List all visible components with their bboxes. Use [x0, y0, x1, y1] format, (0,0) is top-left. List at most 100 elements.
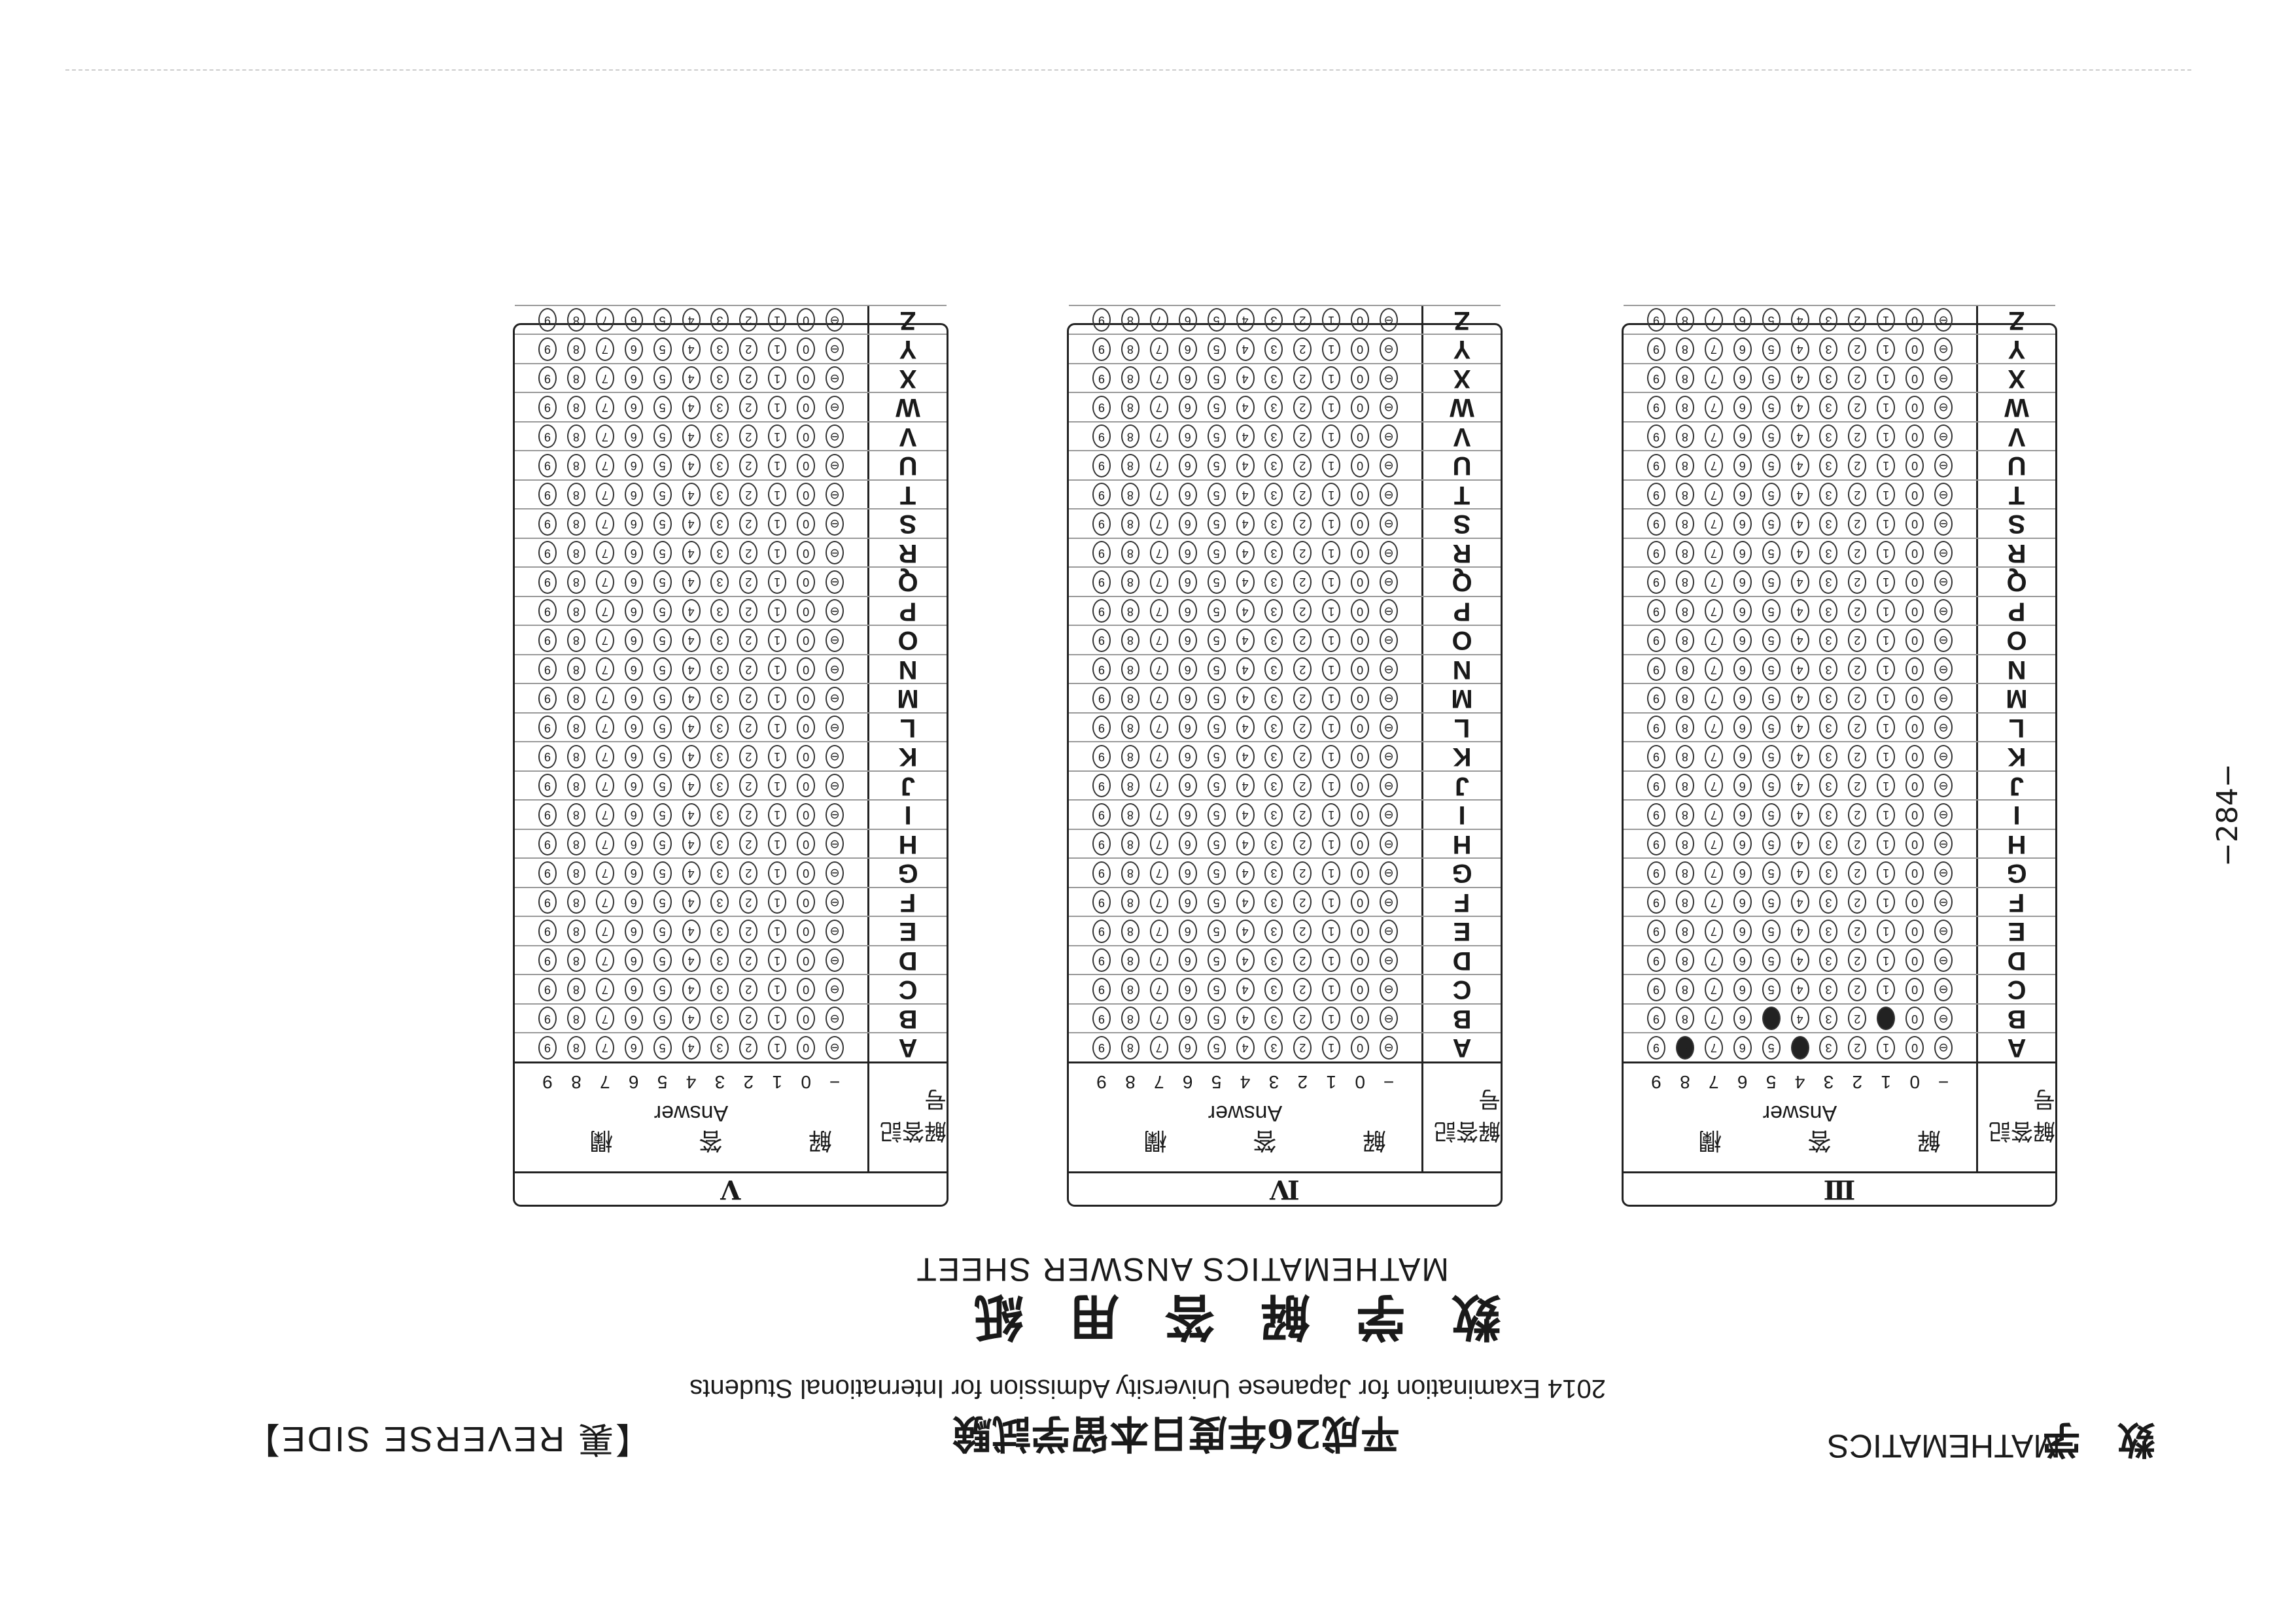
- answer-bubble[interactable]: 1: [1877, 453, 1896, 477]
- answer-bubble[interactable]: 0: [1905, 657, 1924, 682]
- answer-bubble[interactable]: 9: [538, 977, 557, 1001]
- answer-bubble[interactable]: 0: [797, 541, 816, 565]
- answer-bubble[interactable]: 7: [1149, 628, 1168, 652]
- answer-bubble[interactable]: 8: [1121, 686, 1139, 710]
- answer-bubble[interactable]: 5: [653, 686, 672, 710]
- answer-bubble[interactable]: 6: [624, 919, 643, 943]
- answer-bubble[interactable]: 4: [1790, 774, 1809, 798]
- answer-bubble[interactable]: 5: [653, 308, 672, 332]
- answer-bubble[interactable]: 5: [1762, 395, 1781, 419]
- answer-bubble-filled[interactable]: 1: [1877, 1007, 1896, 1031]
- answer-bubble[interactable]: 9: [1092, 919, 1111, 943]
- answer-bubble[interactable]: 1: [1877, 483, 1896, 507]
- answer-bubble[interactable]: 3: [1264, 628, 1283, 652]
- answer-bubble[interactable]: 1: [768, 337, 787, 361]
- answer-bubble[interactable]: 6: [1733, 483, 1752, 507]
- answer-bubble[interactable]: 0: [1351, 483, 1370, 507]
- answer-bubble[interactable]: 1: [1877, 541, 1896, 565]
- answer-bubble[interactable]: 5: [1207, 686, 1226, 710]
- answer-bubble[interactable]: 7: [595, 599, 614, 623]
- answer-bubble[interactable]: 7: [1704, 453, 1723, 477]
- answer-bubble[interactable]: 3: [1264, 483, 1283, 507]
- answer-bubble[interactable]: ⊖: [826, 1035, 844, 1060]
- answer-bubble[interactable]: 2: [1293, 686, 1312, 710]
- answer-bubble[interactable]: 4: [1790, 511, 1809, 536]
- answer-bubble[interactable]: 2: [1848, 861, 1867, 885]
- answer-bubble[interactable]: 8: [1121, 395, 1139, 419]
- answer-bubble[interactable]: 3: [710, 744, 729, 768]
- answer-bubble[interactable]: 4: [1236, 628, 1255, 652]
- answer-bubble[interactable]: 6: [1178, 686, 1197, 710]
- answer-bubble[interactable]: 8: [566, 802, 585, 827]
- answer-bubble[interactable]: 6: [624, 977, 643, 1001]
- answer-bubble[interactable]: ⊖: [1380, 599, 1399, 623]
- answer-bubble[interactable]: 7: [595, 628, 614, 652]
- answer-bubble[interactable]: 9: [1646, 919, 1665, 943]
- answer-bubble[interactable]: 0: [797, 599, 816, 623]
- answer-bubble[interactable]: 2: [1293, 657, 1312, 682]
- answer-bubble[interactable]: 1: [1322, 628, 1341, 652]
- answer-bubble[interactable]: 3: [1819, 308, 1838, 332]
- answer-bubble[interactable]: 0: [1905, 919, 1924, 943]
- answer-bubble[interactable]: 4: [1790, 948, 1809, 973]
- answer-bubble[interactable]: 9: [1092, 511, 1111, 536]
- answer-bubble[interactable]: 4: [1790, 599, 1809, 623]
- answer-bubble[interactable]: 4: [1236, 395, 1255, 419]
- answer-bubble[interactable]: 9: [1092, 977, 1111, 1001]
- answer-bubble[interactable]: ⊖: [1934, 1007, 1953, 1031]
- answer-bubble[interactable]: 5: [1207, 483, 1226, 507]
- answer-bubble[interactable]: 6: [1733, 366, 1752, 390]
- answer-bubble[interactable]: 3: [1819, 337, 1838, 361]
- answer-bubble[interactable]: 9: [1092, 366, 1111, 390]
- answer-bubble[interactable]: 2: [1293, 1007, 1312, 1031]
- answer-bubble[interactable]: 3: [1264, 890, 1283, 914]
- answer-bubble[interactable]: 7: [1149, 832, 1168, 856]
- answer-bubble[interactable]: 5: [1207, 861, 1226, 885]
- answer-bubble[interactable]: 0: [1905, 861, 1924, 885]
- answer-bubble[interactable]: 4: [1790, 832, 1809, 856]
- answer-bubble[interactable]: 3: [710, 541, 729, 565]
- answer-bubble[interactable]: 4: [682, 308, 701, 332]
- answer-bubble[interactable]: 5: [653, 1007, 672, 1031]
- answer-bubble[interactable]: 7: [1149, 1035, 1168, 1060]
- answer-bubble[interactable]: 6: [624, 541, 643, 565]
- answer-bubble[interactable]: 2: [739, 861, 758, 885]
- answer-bubble[interactable]: 8: [1121, 453, 1139, 477]
- answer-bubble[interactable]: 1: [768, 395, 787, 419]
- answer-bubble[interactable]: 1: [1877, 774, 1896, 798]
- answer-bubble[interactable]: 3: [710, 337, 729, 361]
- answer-bubble[interactable]: 3: [710, 366, 729, 390]
- answer-bubble[interactable]: 6: [1733, 716, 1752, 740]
- answer-bubble[interactable]: 2: [1293, 453, 1312, 477]
- answer-bubble[interactable]: 9: [538, 890, 557, 914]
- answer-bubble[interactable]: 0: [797, 511, 816, 536]
- answer-bubble[interactable]: 9: [1092, 395, 1111, 419]
- answer-bubble[interactable]: 1: [1877, 570, 1896, 594]
- answer-bubble[interactable]: 1: [768, 366, 787, 390]
- answer-bubble[interactable]: 6: [624, 511, 643, 536]
- answer-bubble[interactable]: ⊖: [826, 628, 844, 652]
- answer-bubble[interactable]: 7: [1704, 744, 1723, 768]
- answer-bubble[interactable]: 0: [1905, 948, 1924, 973]
- answer-bubble[interactable]: 9: [538, 1035, 557, 1060]
- answer-bubble[interactable]: 9: [1092, 337, 1111, 361]
- answer-bubble[interactable]: 7: [1704, 424, 1723, 449]
- answer-bubble[interactable]: 2: [739, 948, 758, 973]
- answer-bubble[interactable]: 8: [1121, 919, 1139, 943]
- answer-bubble[interactable]: 8: [1675, 366, 1694, 390]
- answer-bubble[interactable]: 7: [595, 948, 614, 973]
- answer-bubble[interactable]: 6: [1733, 337, 1752, 361]
- answer-bubble[interactable]: 8: [566, 890, 585, 914]
- answer-bubble[interactable]: 7: [1704, 774, 1723, 798]
- answer-bubble[interactable]: 9: [1092, 1035, 1111, 1060]
- answer-bubble[interactable]: 4: [1790, 541, 1809, 565]
- answer-bubble[interactable]: 0: [1905, 337, 1924, 361]
- answer-bubble[interactable]: ⊖: [1380, 395, 1399, 419]
- answer-bubble[interactable]: 9: [1092, 774, 1111, 798]
- answer-bubble[interactable]: 6: [624, 890, 643, 914]
- answer-bubble[interactable]: 7: [595, 366, 614, 390]
- answer-bubble[interactable]: 9: [1646, 453, 1665, 477]
- answer-bubble[interactable]: 6: [1733, 977, 1752, 1001]
- answer-bubble[interactable]: 6: [1178, 570, 1197, 594]
- answer-bubble[interactable]: 1: [1322, 802, 1341, 827]
